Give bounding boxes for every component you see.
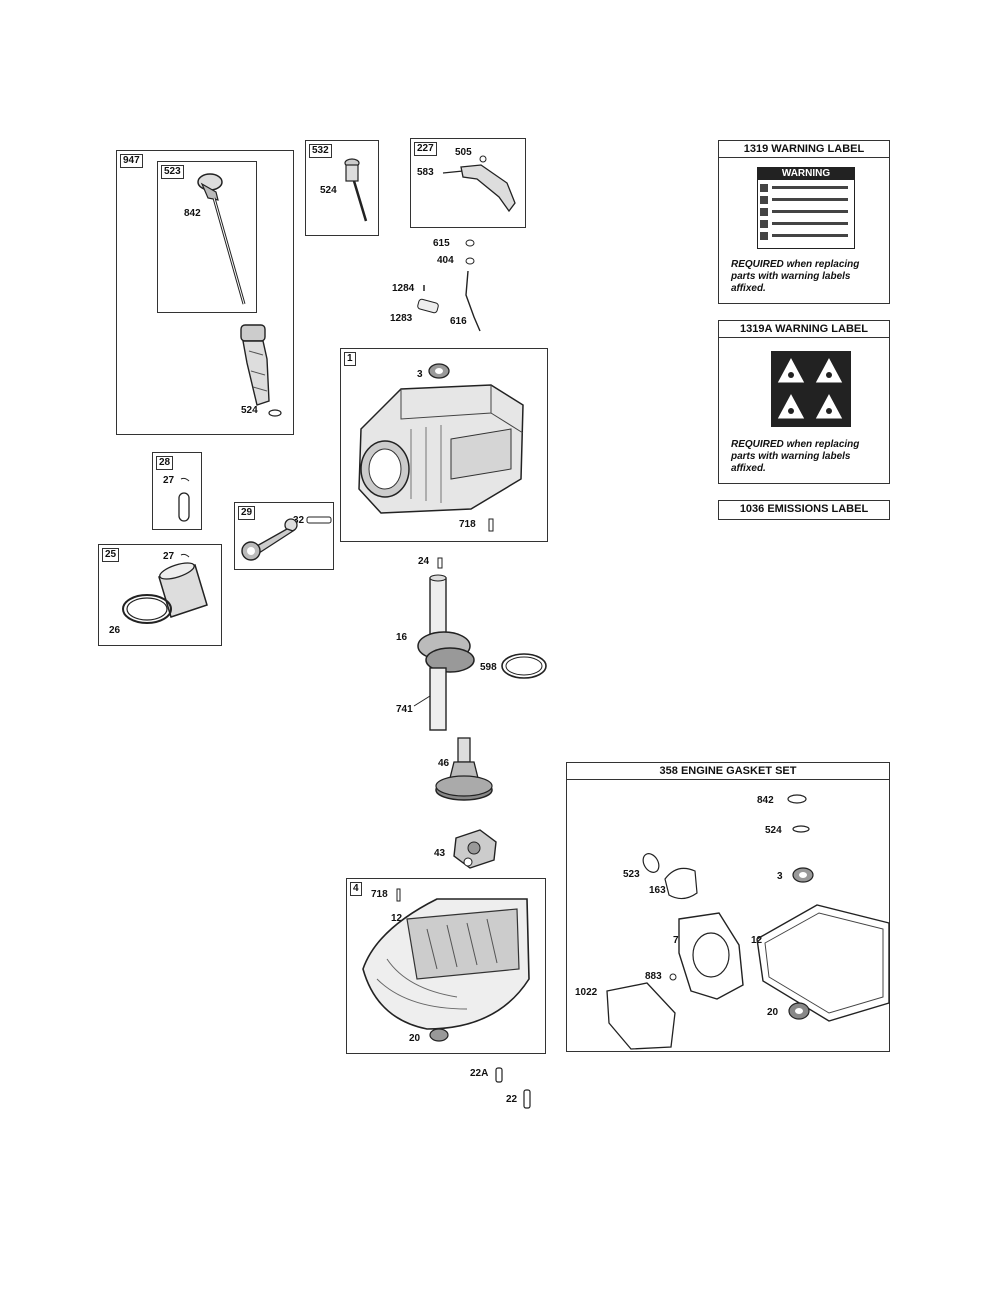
cam-gear-drawing xyxy=(435,737,493,801)
assembly-1-tag: 1 xyxy=(344,352,356,366)
warning-sign-text-lines xyxy=(760,184,848,240)
assembly-947-box: 947 523 842 524 xyxy=(116,150,294,435)
gasket-label-20: 20 xyxy=(767,1007,779,1018)
part-label-22A: 22A xyxy=(470,1068,489,1079)
sump-drawing xyxy=(362,888,530,1042)
assembly-4-tag: 4 xyxy=(350,882,362,896)
assembly-25-box: 25 27 26 xyxy=(98,544,222,646)
dipstick-drawing xyxy=(197,173,246,305)
assembly-227-box: 227 505 583 xyxy=(410,138,526,228)
part-label-524: 524 xyxy=(241,405,258,416)
warning-label-a-note-text: when replacing parts with warning labels… xyxy=(731,439,860,474)
breather-drawing xyxy=(442,155,516,213)
emissions-label-box: 1036 EMISSIONS LABEL xyxy=(718,500,890,520)
part-label-22: 22 xyxy=(506,1094,518,1105)
gasket-set-drawing xyxy=(606,794,890,1050)
assembly-4-box: 4 718 12 20 xyxy=(346,878,546,1054)
assembly-28-tag: 28 xyxy=(156,456,174,470)
hazard-triangles xyxy=(776,355,844,420)
part-label-718-sump: 718 xyxy=(371,889,388,900)
warning-label-a-note-required: REQUIRED xyxy=(731,439,784,450)
piston-drawing xyxy=(122,553,208,624)
emissions-label-title: 1036 EMISSIONS LABEL xyxy=(739,503,869,515)
warning-sign-header: WARNING xyxy=(758,168,854,180)
warning-label-note-text: when replacing parts with warning labels… xyxy=(731,259,860,294)
gasket-label-1022: 1022 xyxy=(575,987,598,998)
warning-label-a-note: REQUIRED when replacing parts with warni… xyxy=(731,439,885,475)
part-label-20-sump: 20 xyxy=(409,1033,421,1044)
part-label-583: 583 xyxy=(417,167,434,178)
part-label-12-sump: 12 xyxy=(391,913,403,924)
part-label-741: 741 xyxy=(396,704,413,715)
part-label-24: 24 xyxy=(418,556,430,567)
gasket-set-title: 358 ENGINE GASKET SET xyxy=(567,763,889,780)
gasket-set-box: 358 ENGINE GASKET SET 842 524 523 163 3 … xyxy=(566,762,890,1052)
part-label-26: 26 xyxy=(109,625,121,636)
gasket-label-163: 163 xyxy=(649,885,666,896)
part-label-16: 16 xyxy=(396,632,408,643)
warning-label-title: 1319 WARNING LABEL xyxy=(719,141,889,158)
part-label-3: 3 xyxy=(417,369,423,380)
gasket-label-3: 3 xyxy=(777,871,783,882)
piston-pin-drawing xyxy=(178,477,190,522)
part-label-27-piston: 27 xyxy=(163,551,175,562)
part-label-598: 598 xyxy=(480,662,497,673)
part-label-505: 505 xyxy=(455,147,472,158)
oil-pump-drawing xyxy=(453,829,497,869)
warning-label-a-box: 1319A WARNING LABEL REQUIRED when replac… xyxy=(718,320,890,484)
assembly-227-tag: 227 xyxy=(414,142,437,156)
assembly-28-box: 28 27 xyxy=(152,452,202,530)
assembly-29-box: 29 32 xyxy=(234,502,334,570)
warning-symbols-panel xyxy=(771,351,851,427)
part-label-1283: 1283 xyxy=(390,313,413,324)
part-label-842: 842 xyxy=(184,208,201,219)
gasket-label-7: 7 xyxy=(673,935,679,946)
part-label-43: 43 xyxy=(434,848,446,859)
dipstick-tube-drawing xyxy=(240,324,282,417)
warning-label-a-title: 1319A WARNING LABEL xyxy=(719,321,889,338)
part-label-32: 32 xyxy=(293,515,305,526)
warning-label-box: 1319 WARNING LABEL WARNING REQUIRED when… xyxy=(718,140,890,304)
cylinder-block-drawing xyxy=(358,363,524,532)
assembly-947-tag: 947 xyxy=(120,154,143,168)
assembly-25-tag: 25 xyxy=(102,548,120,562)
gasket-label-883: 883 xyxy=(645,971,662,982)
part-label-46: 46 xyxy=(438,758,450,769)
gasket-label-523: 523 xyxy=(623,869,640,880)
warning-label-note-required: REQUIRED xyxy=(731,259,784,270)
part-label-404: 404 xyxy=(437,255,454,266)
assembly-523-tag: 523 xyxy=(161,165,184,179)
assembly-1-box: 1 3 718 xyxy=(340,348,548,542)
gasket-label-524: 524 xyxy=(765,825,782,836)
connecting-rod-drawing xyxy=(241,516,332,561)
assembly-532-box: 532 524 xyxy=(305,140,379,236)
crankshaft-drawing xyxy=(413,557,547,731)
assembly-523-box: 523 842 xyxy=(157,161,257,313)
dowel-pins-drawing xyxy=(495,1067,531,1109)
part-label-718: 718 xyxy=(459,519,476,530)
warning-label-note: REQUIRED when replacing parts with warni… xyxy=(731,259,885,295)
dipstick-cap-drawing xyxy=(344,158,368,222)
gasket-label-842: 842 xyxy=(757,795,774,806)
part-label-615: 615 xyxy=(433,238,450,249)
warning-sign: WARNING xyxy=(757,167,855,249)
part-label-27-pin: 27 xyxy=(163,475,175,486)
part-label-524-small: 524 xyxy=(320,185,337,196)
part-label-1284: 1284 xyxy=(392,283,415,294)
assembly-29-tag: 29 xyxy=(238,506,256,520)
part-label-616: 616 xyxy=(450,316,467,327)
linkage-drawing xyxy=(417,239,481,332)
assembly-532-tag: 532 xyxy=(309,144,332,158)
